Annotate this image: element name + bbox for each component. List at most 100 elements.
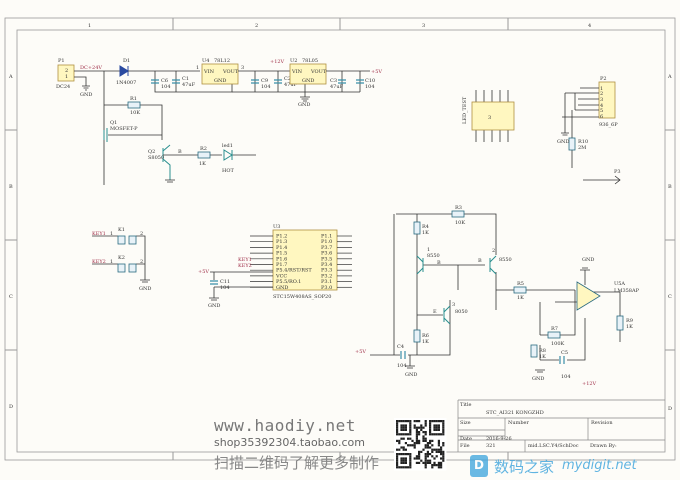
qr-module <box>409 464 412 467</box>
qr-module <box>404 424 407 427</box>
qr-code[interactable] <box>394 418 447 471</box>
qr-module <box>437 450 440 453</box>
qr-module <box>400 461 403 464</box>
transistor-q2[interactable] <box>162 144 171 180</box>
transistor-q2-8550[interactable] <box>489 255 497 275</box>
port-arrow-icon <box>583 175 621 185</box>
regulator-u4[interactable] <box>201 63 239 85</box>
resistor-r7[interactable] <box>547 331 561 339</box>
resistor-r6[interactable] <box>413 329 421 343</box>
opamp-u5a[interactable] <box>576 281 601 311</box>
qr-module <box>440 446 443 449</box>
qr-module <box>420 428 423 431</box>
qr-module <box>429 459 432 462</box>
ref-label: C6 <box>161 78 168 84</box>
transistor-q1-8550[interactable] <box>416 255 424 275</box>
resistor-r1[interactable] <box>127 101 141 109</box>
key-k2[interactable] <box>117 263 126 273</box>
row-label: A <box>8 74 13 80</box>
net-label: KEY2 <box>238 263 252 269</box>
qr-module <box>420 459 423 462</box>
qr-module <box>422 448 425 451</box>
mcu-u3[interactable]: U3 STC15W408AS_SOP20 P1.2P1.3P1.4P1.5P1.… <box>198 224 352 309</box>
resistor-r10[interactable] <box>568 137 576 151</box>
gnd-label: GND <box>405 372 417 378</box>
ref-label: C4 <box>397 344 404 350</box>
qr-module <box>429 431 432 434</box>
regulator-u2[interactable] <box>289 63 327 85</box>
watermark-cn: 扫描二维码了解更多制作 <box>214 454 380 472</box>
mcu-pin-label: P3.1 <box>321 279 332 285</box>
resistor-r4[interactable] <box>413 221 421 235</box>
qr-module <box>398 453 401 456</box>
value-label: 1K <box>626 324 633 330</box>
qr-module <box>402 459 405 462</box>
qr-module <box>437 464 440 467</box>
qr-module <box>402 426 405 429</box>
value-label: 1K <box>422 339 429 345</box>
qr-module <box>422 435 425 438</box>
led-hot[interactable] <box>223 149 233 161</box>
qr-module <box>433 461 436 464</box>
led-display[interactable]: 3 LED_TEST <box>462 90 515 142</box>
pin-label: GND <box>214 78 226 84</box>
net-label: KEY1 <box>238 257 252 263</box>
ref-label: U4 <box>202 58 209 64</box>
transistor-q3-8050[interactable] <box>443 305 451 325</box>
diode-d1[interactable] <box>119 65 129 77</box>
pin-label: 3 <box>241 65 244 71</box>
value-label: S8050 <box>148 155 164 161</box>
qr-module <box>396 426 399 429</box>
qr-module <box>402 453 405 456</box>
qr-module <box>400 437 403 440</box>
sheet-frame: 1 2 3 4 A B C D A B C <box>4 17 676 461</box>
pin-label: 2 <box>140 231 143 237</box>
brand-en: mydigit.net <box>562 458 637 473</box>
qr-module <box>437 428 440 431</box>
qr-module <box>422 461 425 464</box>
qr-module <box>433 457 436 460</box>
qr-module <box>402 433 405 436</box>
resistor-r2[interactable] <box>197 151 211 159</box>
qr-module <box>440 448 443 451</box>
amplifier-section: R4 1K R3 10K 1 8550 B B 2 8550 E 3 8050 … <box>355 205 640 387</box>
ref-label: R4 <box>422 224 429 230</box>
row-label: B <box>668 184 672 190</box>
qr-module <box>398 420 401 423</box>
qr-module <box>409 433 412 436</box>
qr-module <box>415 426 418 429</box>
connector-p2[interactable] <box>598 81 616 119</box>
resistor-r5[interactable] <box>513 286 527 294</box>
qr-module <box>409 420 412 423</box>
connector-p1[interactable] <box>57 64 75 82</box>
qr-module <box>435 420 438 423</box>
ref-label: R5 <box>517 281 524 287</box>
pin-label: 1 <box>110 231 113 237</box>
qr-module <box>437 424 440 427</box>
qr-module <box>409 444 412 447</box>
key-k1[interactable] <box>117 235 126 245</box>
qr-module <box>422 431 425 434</box>
title-label: Title <box>460 402 472 408</box>
qr-module <box>442 431 445 434</box>
qr-module <box>400 428 403 431</box>
ref-label: R3 <box>455 205 462 211</box>
qr-module <box>429 433 432 436</box>
resistor-r9[interactable] <box>616 315 624 331</box>
qr-module <box>402 424 405 427</box>
qr-module <box>429 426 432 429</box>
qr-module <box>424 457 427 460</box>
qr-module <box>418 431 421 434</box>
ref-label: 2 <box>492 248 495 254</box>
qr-module <box>415 455 418 458</box>
qr-module <box>402 466 405 469</box>
mcu-pin-label: P3.6 <box>321 251 332 257</box>
pin-label: 1 <box>600 86 603 92</box>
resistor-r3[interactable] <box>451 210 465 218</box>
qr-module <box>426 444 429 447</box>
mosfet-q1[interactable] <box>103 128 108 142</box>
pin-label: GND <box>302 78 314 84</box>
value-label: 8050 <box>455 309 468 315</box>
resistor-r8[interactable] <box>530 344 538 358</box>
